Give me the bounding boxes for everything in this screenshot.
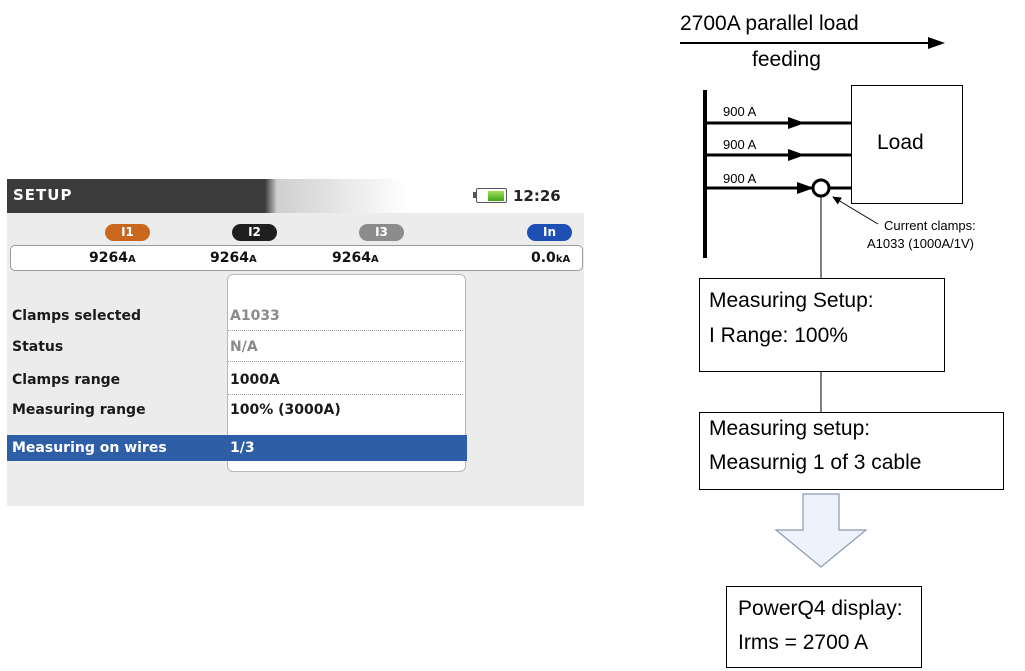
setting-label-clamps-range[interactable]: Clamps range — [12, 372, 121, 388]
feed-label-line1: 2700A parallel load — [680, 12, 859, 35]
setting-label-clamps-selected[interactable]: Clamps selected — [12, 308, 141, 324]
down-arrow-icon — [774, 493, 868, 568]
feed-label-line2: feeding — [752, 48, 821, 71]
channel-badge-in: In — [527, 224, 572, 241]
setting-label-measuring-range[interactable]: Measuring range — [12, 402, 146, 418]
value-i1: 9264A — [89, 250, 136, 266]
load-box: Load — [851, 85, 963, 204]
channel-badge-i3: I3 — [359, 224, 404, 241]
wire-2-current: 900 A — [723, 137, 757, 152]
selected-setting-row[interactable]: Measuring on wires 1/3 — [7, 435, 467, 461]
value-i2: 9264A — [210, 250, 257, 266]
channel-badge-i2: I2 — [232, 224, 277, 241]
device-screen: SETUP 12:26 I1 I2 I3 In 9264A 9264A 9264… — [7, 179, 584, 506]
feed-arrow-head — [928, 37, 945, 49]
divider — [228, 394, 463, 395]
clamp-note-line2: A1033 (1000A/1V) — [867, 236, 974, 251]
wire-1-arrow — [788, 117, 805, 129]
value-i3: 9264A — [332, 250, 379, 266]
setting-value-measuring-on-wires[interactable]: 1/3 — [230, 440, 255, 456]
measuring-setup-box: Measuring Setup: I Range: 100% — [699, 278, 945, 372]
measuring-setup-line1: Measuring Setup: — [709, 289, 874, 312]
setting-value-status[interactable]: N/A — [230, 339, 258, 355]
measuring-setup2-line2: Measurnig 1 of 3 cable — [709, 451, 922, 474]
load-label: Load — [877, 131, 924, 154]
divider — [228, 330, 463, 331]
setting-label-measuring-on-wires[interactable]: Measuring on wires — [12, 440, 167, 456]
divider — [228, 361, 463, 362]
result-line1: PowerQ4 display: — [738, 597, 903, 620]
powerq4-display-box: PowerQ4 display: Irms = 2700 A — [726, 586, 922, 668]
result-line2: Irms = 2700 A — [738, 631, 869, 654]
clock: 12:26 — [513, 187, 561, 205]
title-bar: SETUP 12:26 — [7, 179, 584, 213]
wire-3-arrow — [797, 182, 814, 194]
wire-3-current: 900 A — [723, 171, 757, 186]
battery-icon — [473, 188, 507, 203]
clamp-note-line1: Current clamps: — [884, 218, 976, 233]
current-clamp-icon — [811, 178, 831, 198]
setting-value-clamps-selected[interactable]: A1033 — [230, 308, 280, 324]
measuring-setup-line2: I Range: 100% — [709, 324, 848, 347]
values-bar: 9264A 9264A 9264A 0.0kA — [10, 245, 583, 271]
clamp-pointer — [832, 196, 879, 225]
screen-title: SETUP — [13, 186, 73, 204]
channel-badge-i1: I1 — [105, 224, 150, 241]
setting-value-measuring-range[interactable]: 100% (3000A) — [230, 402, 341, 418]
wire-1-current: 900 A — [723, 104, 757, 119]
measuring-setup2-line1: Measuring setup: — [709, 417, 871, 440]
value-in: 0.0kA — [531, 250, 571, 266]
wire-2-arrow — [788, 149, 805, 161]
measuring-setup-cable-box: Measuring setup: Measurnig 1 of 3 cable — [699, 412, 1004, 490]
setting-label-status[interactable]: Status — [12, 339, 64, 355]
setting-value-clamps-range[interactable]: 1000A — [230, 372, 280, 388]
